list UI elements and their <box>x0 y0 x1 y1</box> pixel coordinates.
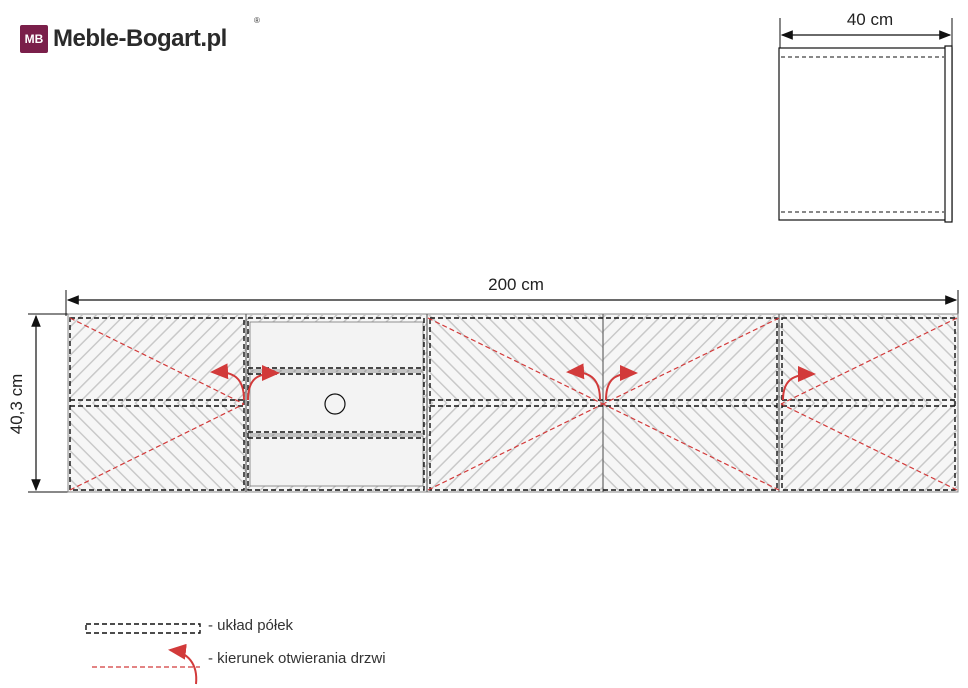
brand-badge-icon: MB <box>20 25 48 53</box>
door-opening-arrows <box>210 363 816 401</box>
registered-mark: ® <box>254 16 260 25</box>
door-panel-4 <box>779 315 957 491</box>
door-direction-lines <box>69 317 958 491</box>
side-door <box>944 45 953 223</box>
front-view: 200 cm 40,3 cm <box>7 275 959 493</box>
brand-name: Meble-Bogart.pl <box>53 25 227 52</box>
legend-door-label: - kierunek otwierania drzwi <box>208 650 386 667</box>
legend-door-arrow-icon <box>168 643 198 685</box>
legend-shelves-label: - układ półek <box>208 617 294 634</box>
legend-shelf-swatch <box>85 623 201 634</box>
total-width-label: 200 cm <box>488 275 544 294</box>
legend-shelves: - układ półek <box>208 617 293 634</box>
side-outline <box>778 47 953 221</box>
drawer-knob <box>324 393 346 415</box>
legend-door: - kierunek otwierania drzwi <box>208 650 386 667</box>
door-panel-1 <box>69 315 246 491</box>
door-panel-2 <box>428 315 603 491</box>
panel-separators <box>245 314 780 492</box>
height-label: 40,3 cm <box>7 374 26 434</box>
side-view: 40 cm <box>778 10 953 223</box>
legend <box>85 623 201 685</box>
side-width-label: 40 cm <box>847 10 893 29</box>
drawer-section <box>246 315 427 491</box>
brand-logo: MB Meble-Bogart.pl ® <box>20 16 260 56</box>
door-panel-3 <box>603 315 779 491</box>
